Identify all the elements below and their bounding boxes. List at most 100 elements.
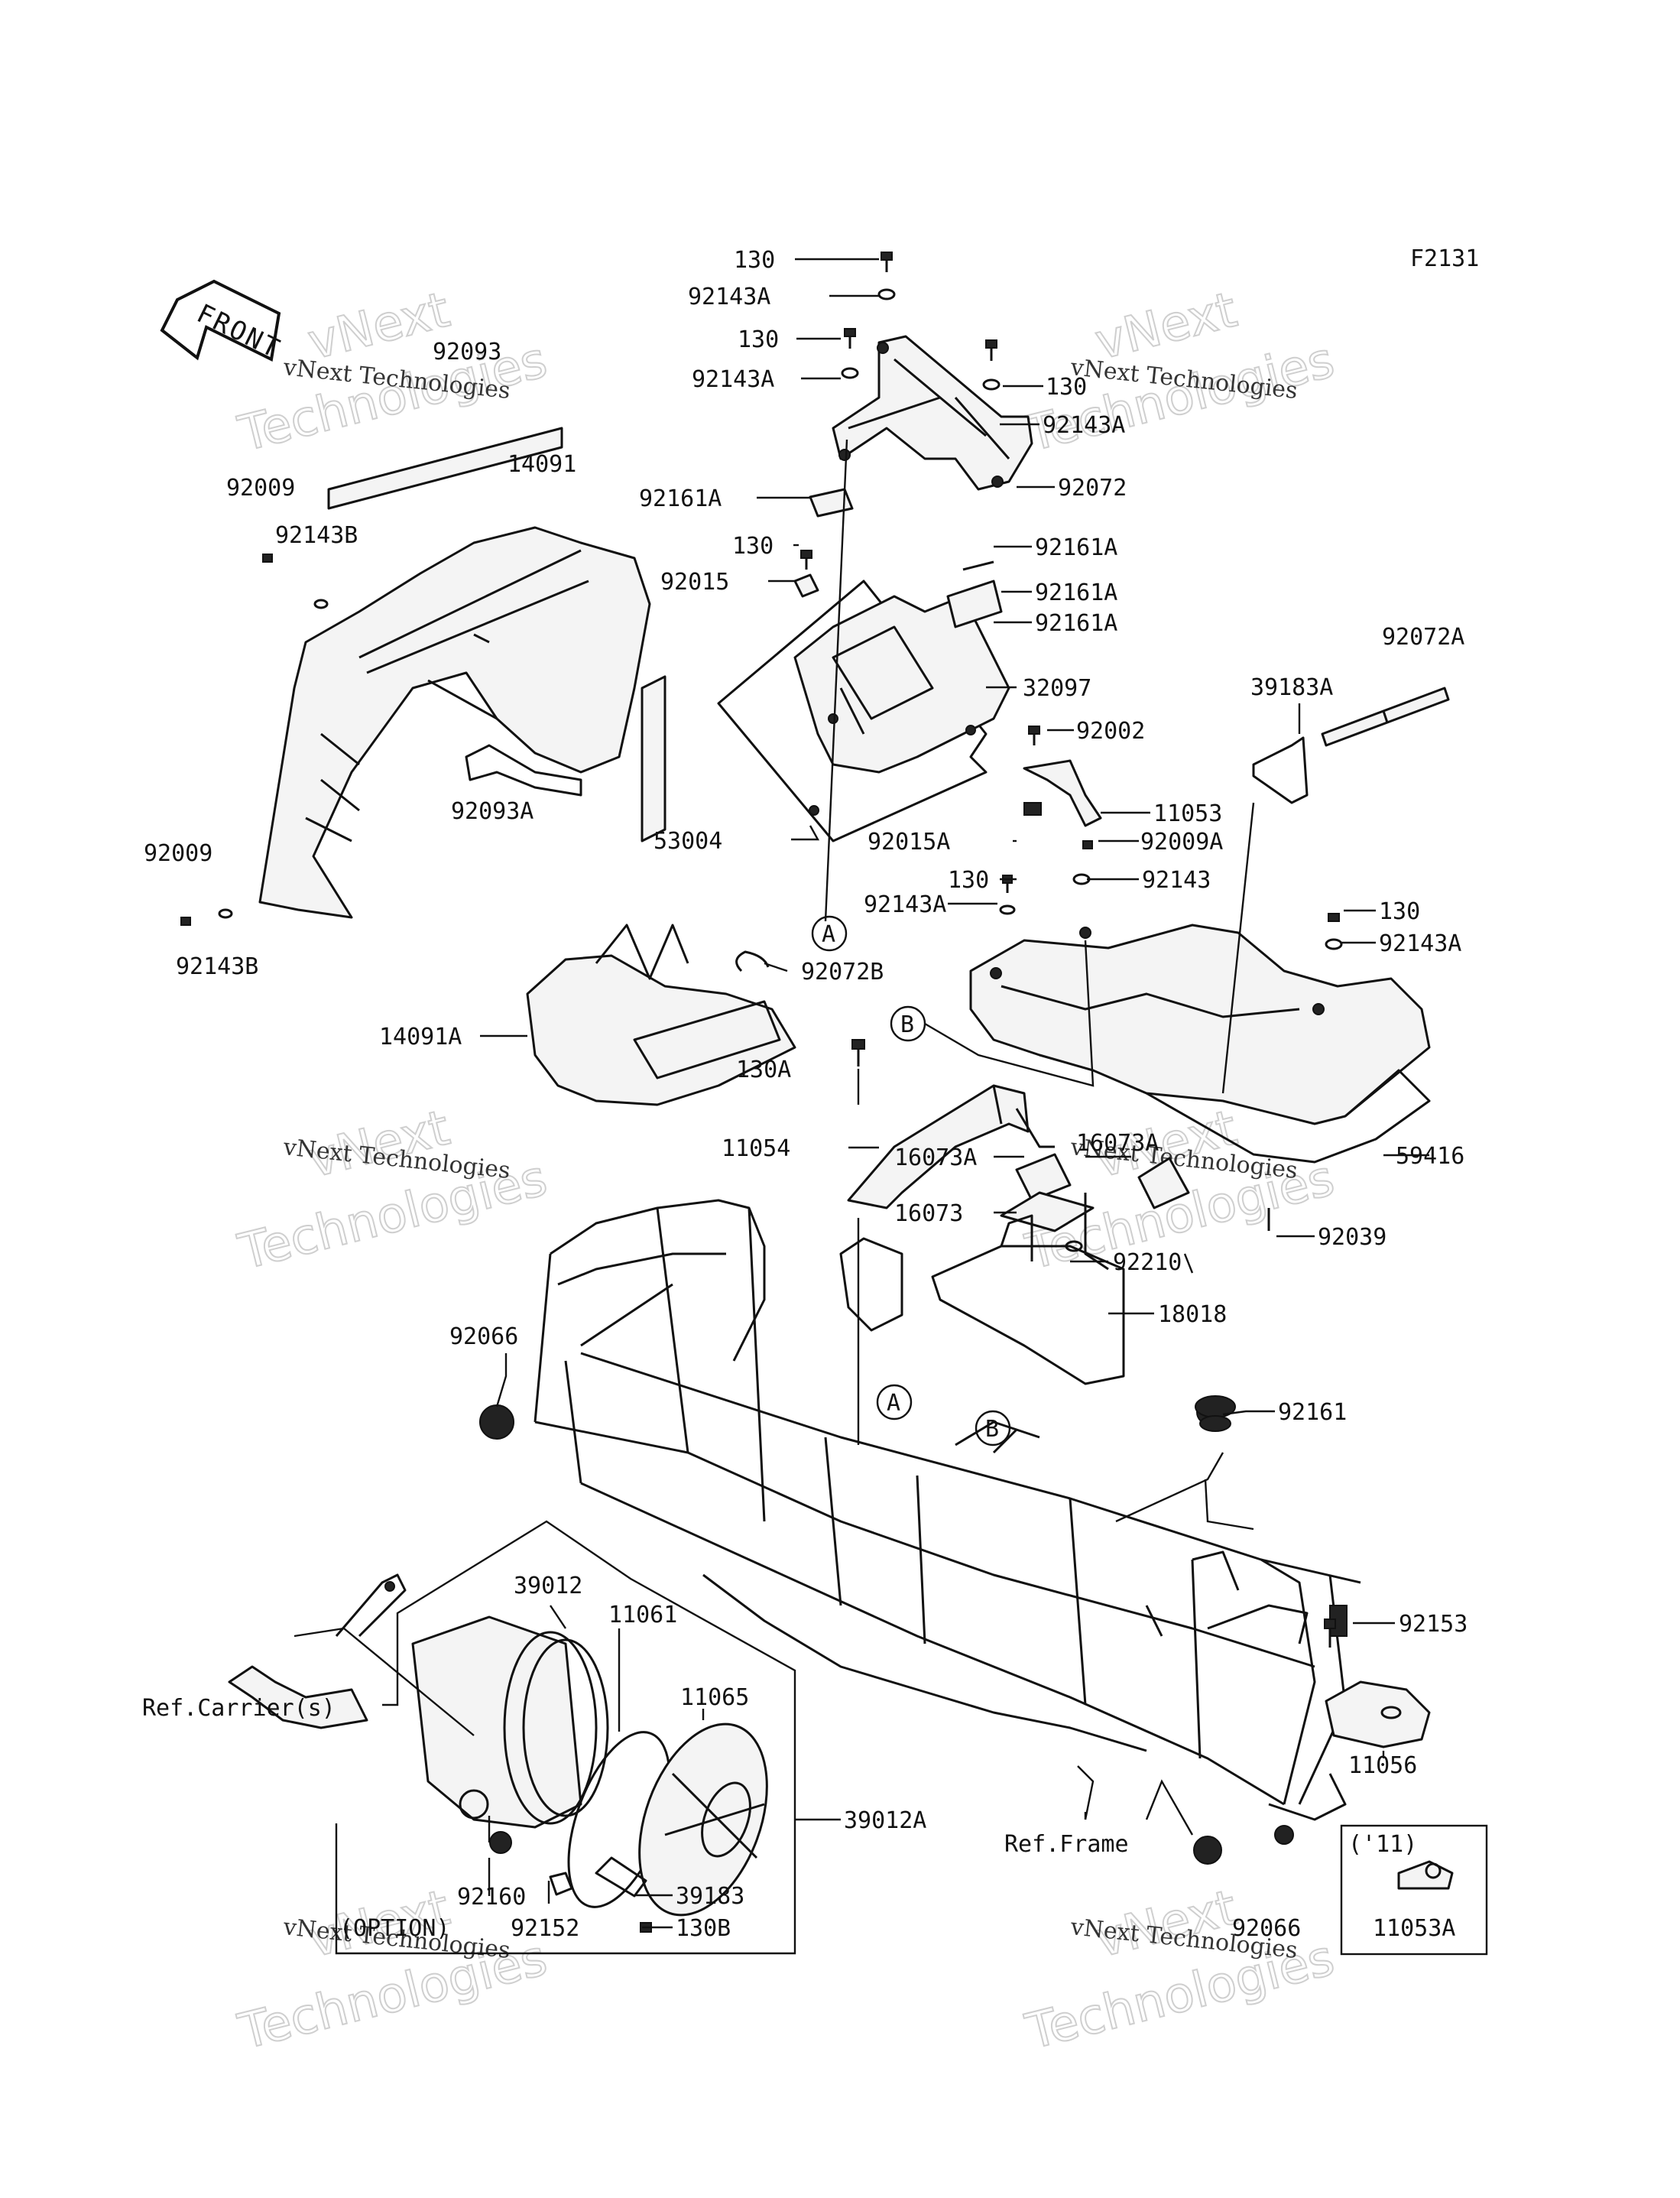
callout-92002: 92002 xyxy=(1076,718,1145,745)
callout-11065: 11065 xyxy=(680,1684,749,1711)
bolt-130-top xyxy=(841,252,1001,391)
callout-92066: 92066 xyxy=(1232,1915,1301,1942)
bracket-11054 xyxy=(847,1039,1055,1209)
callout-32097: 32097 xyxy=(1023,675,1091,702)
clip-92072B xyxy=(735,950,770,972)
muffler-group-box xyxy=(335,1520,796,1955)
label-text: A xyxy=(822,921,835,948)
callout-16073A: 16073A xyxy=(1076,1130,1159,1157)
shield-16073A xyxy=(1015,1153,1190,1209)
callout-92143A: 92143A xyxy=(864,891,946,918)
fender-59416 xyxy=(969,913,1431,1164)
cap-11065 xyxy=(638,1722,768,1917)
callout-130: 130 xyxy=(1379,898,1420,925)
strip-92072A xyxy=(1321,687,1450,747)
callout-92093A: 92093A xyxy=(451,798,534,825)
grommet-92161 xyxy=(1195,1395,1236,1432)
leader-lines xyxy=(294,258,1429,1929)
plate-18018 xyxy=(931,1208,1270,1385)
callout-92015A: 92015A xyxy=(868,829,950,855)
watermark-top-left: vNext Technologies vNext Technologies xyxy=(232,281,553,463)
callout-92072: 92072 xyxy=(1058,475,1127,502)
muffler-bracket xyxy=(228,1573,407,1729)
watermark-mid-left: vNext Technologies vNext Technologies xyxy=(232,1099,553,1281)
option-label: (OPTION) xyxy=(339,1915,450,1942)
main-frame xyxy=(479,1193,1361,1865)
ref-frame-label: Ref.Frame xyxy=(1004,1831,1129,1858)
callout-11056: 11056 xyxy=(1348,1752,1417,1779)
strip-92093A xyxy=(641,675,666,843)
watermark-bottom-right: vNext Technologies vNext Technologies xyxy=(1020,1878,1341,2061)
callout-39012: 39012 xyxy=(514,1573,582,1599)
bracket-11053 xyxy=(999,726,1102,915)
callout-11053: 11053 xyxy=(1153,800,1222,827)
callout-92153: 92153 xyxy=(1399,1611,1468,1638)
callout-92039: 92039 xyxy=(1318,1224,1386,1251)
callout-14091A: 14091A xyxy=(379,1024,462,1050)
callout-92143B: 92143B xyxy=(275,522,358,549)
callout-14091: 14091 xyxy=(508,451,576,478)
small-parts-39183 xyxy=(489,1831,652,1933)
callout-92143B: 92143B xyxy=(176,953,258,980)
callout-92152: 92152 xyxy=(511,1915,579,1942)
callout-11053A: 11053A xyxy=(1373,1915,1455,1942)
muffler-39012 xyxy=(411,1615,609,1829)
callout-92009: 92009 xyxy=(226,475,295,502)
callout-92210: 92210 xyxy=(1113,1249,1182,1276)
callout-92072B: 92072B xyxy=(801,959,884,985)
callout-130: 130 xyxy=(1046,374,1087,401)
marker-a-lower: A xyxy=(876,1384,913,1420)
bracket-92072 xyxy=(832,335,1033,491)
label-text: B xyxy=(985,1416,999,1443)
callout-130A: 130A xyxy=(736,1057,791,1083)
callout-92143A: 92143A xyxy=(1043,412,1125,439)
plate-11056 xyxy=(1324,1618,1431,1748)
callout-92009A: 92009A xyxy=(1140,829,1223,855)
plate-53004 xyxy=(717,580,988,843)
callout-16073: 16073 xyxy=(894,1200,963,1227)
front-arrow-icon: FRONT xyxy=(160,279,286,365)
callout-92161: 92161 xyxy=(1278,1399,1347,1426)
figure-code: F2131 xyxy=(1410,245,1479,272)
pads-92161A xyxy=(793,488,1003,628)
callout-92093: 92093 xyxy=(433,339,501,365)
callout-92160: 92160 xyxy=(457,1884,526,1911)
callout-92072A: 92072A xyxy=(1382,624,1464,651)
callout-16073A: 16073A xyxy=(894,1144,977,1171)
callout-130: 130 xyxy=(948,867,989,894)
callout-130: 130 xyxy=(732,533,774,560)
strip-92093 xyxy=(327,427,563,510)
callout-130B: 130B xyxy=(676,1915,731,1942)
guard-14091A xyxy=(526,924,796,1106)
callout-92161A: 92161A xyxy=(639,485,722,512)
bolts-92009 xyxy=(180,554,329,926)
fender-14091 xyxy=(258,526,651,919)
marker-b-lower: B xyxy=(975,1410,1011,1446)
callout-59416: 59416 xyxy=(1396,1143,1464,1170)
callout-92143A: 92143A xyxy=(688,284,770,310)
callout-130: 130 xyxy=(734,247,775,274)
shield-16073 xyxy=(1000,1191,1095,1232)
callout-92009: 92009 xyxy=(144,840,212,867)
callout-130: 130 xyxy=(738,326,779,353)
callout-92015: 92015 xyxy=(660,569,729,596)
callout-92143A: 92143A xyxy=(1379,930,1461,957)
callout-53004: 53004 xyxy=(654,828,722,855)
callout-39183A: 39183A xyxy=(1250,674,1333,701)
callout-11054: 11054 xyxy=(722,1135,790,1162)
option-11053A-box xyxy=(1340,1824,1488,1956)
callout-labels: 130 92143A 130 92143A 130 92143A 92161A … xyxy=(144,247,1468,1942)
label-text: B xyxy=(900,1011,914,1038)
bracket-92093A xyxy=(465,744,582,797)
callout-92161A: 92161A xyxy=(1035,580,1117,606)
callout-92066: 92066 xyxy=(449,1323,518,1350)
bracket-39183A xyxy=(1252,736,1309,804)
callout-92143A: 92143A xyxy=(692,366,774,393)
callout-39012A: 39012A xyxy=(844,1807,926,1834)
callout-92161A: 92161A xyxy=(1035,534,1117,561)
callout-11061: 11061 xyxy=(608,1602,677,1628)
marker-a-upper: A xyxy=(811,915,848,952)
year-label: ('11) xyxy=(1348,1831,1417,1858)
callout-39183: 39183 xyxy=(676,1883,744,1910)
